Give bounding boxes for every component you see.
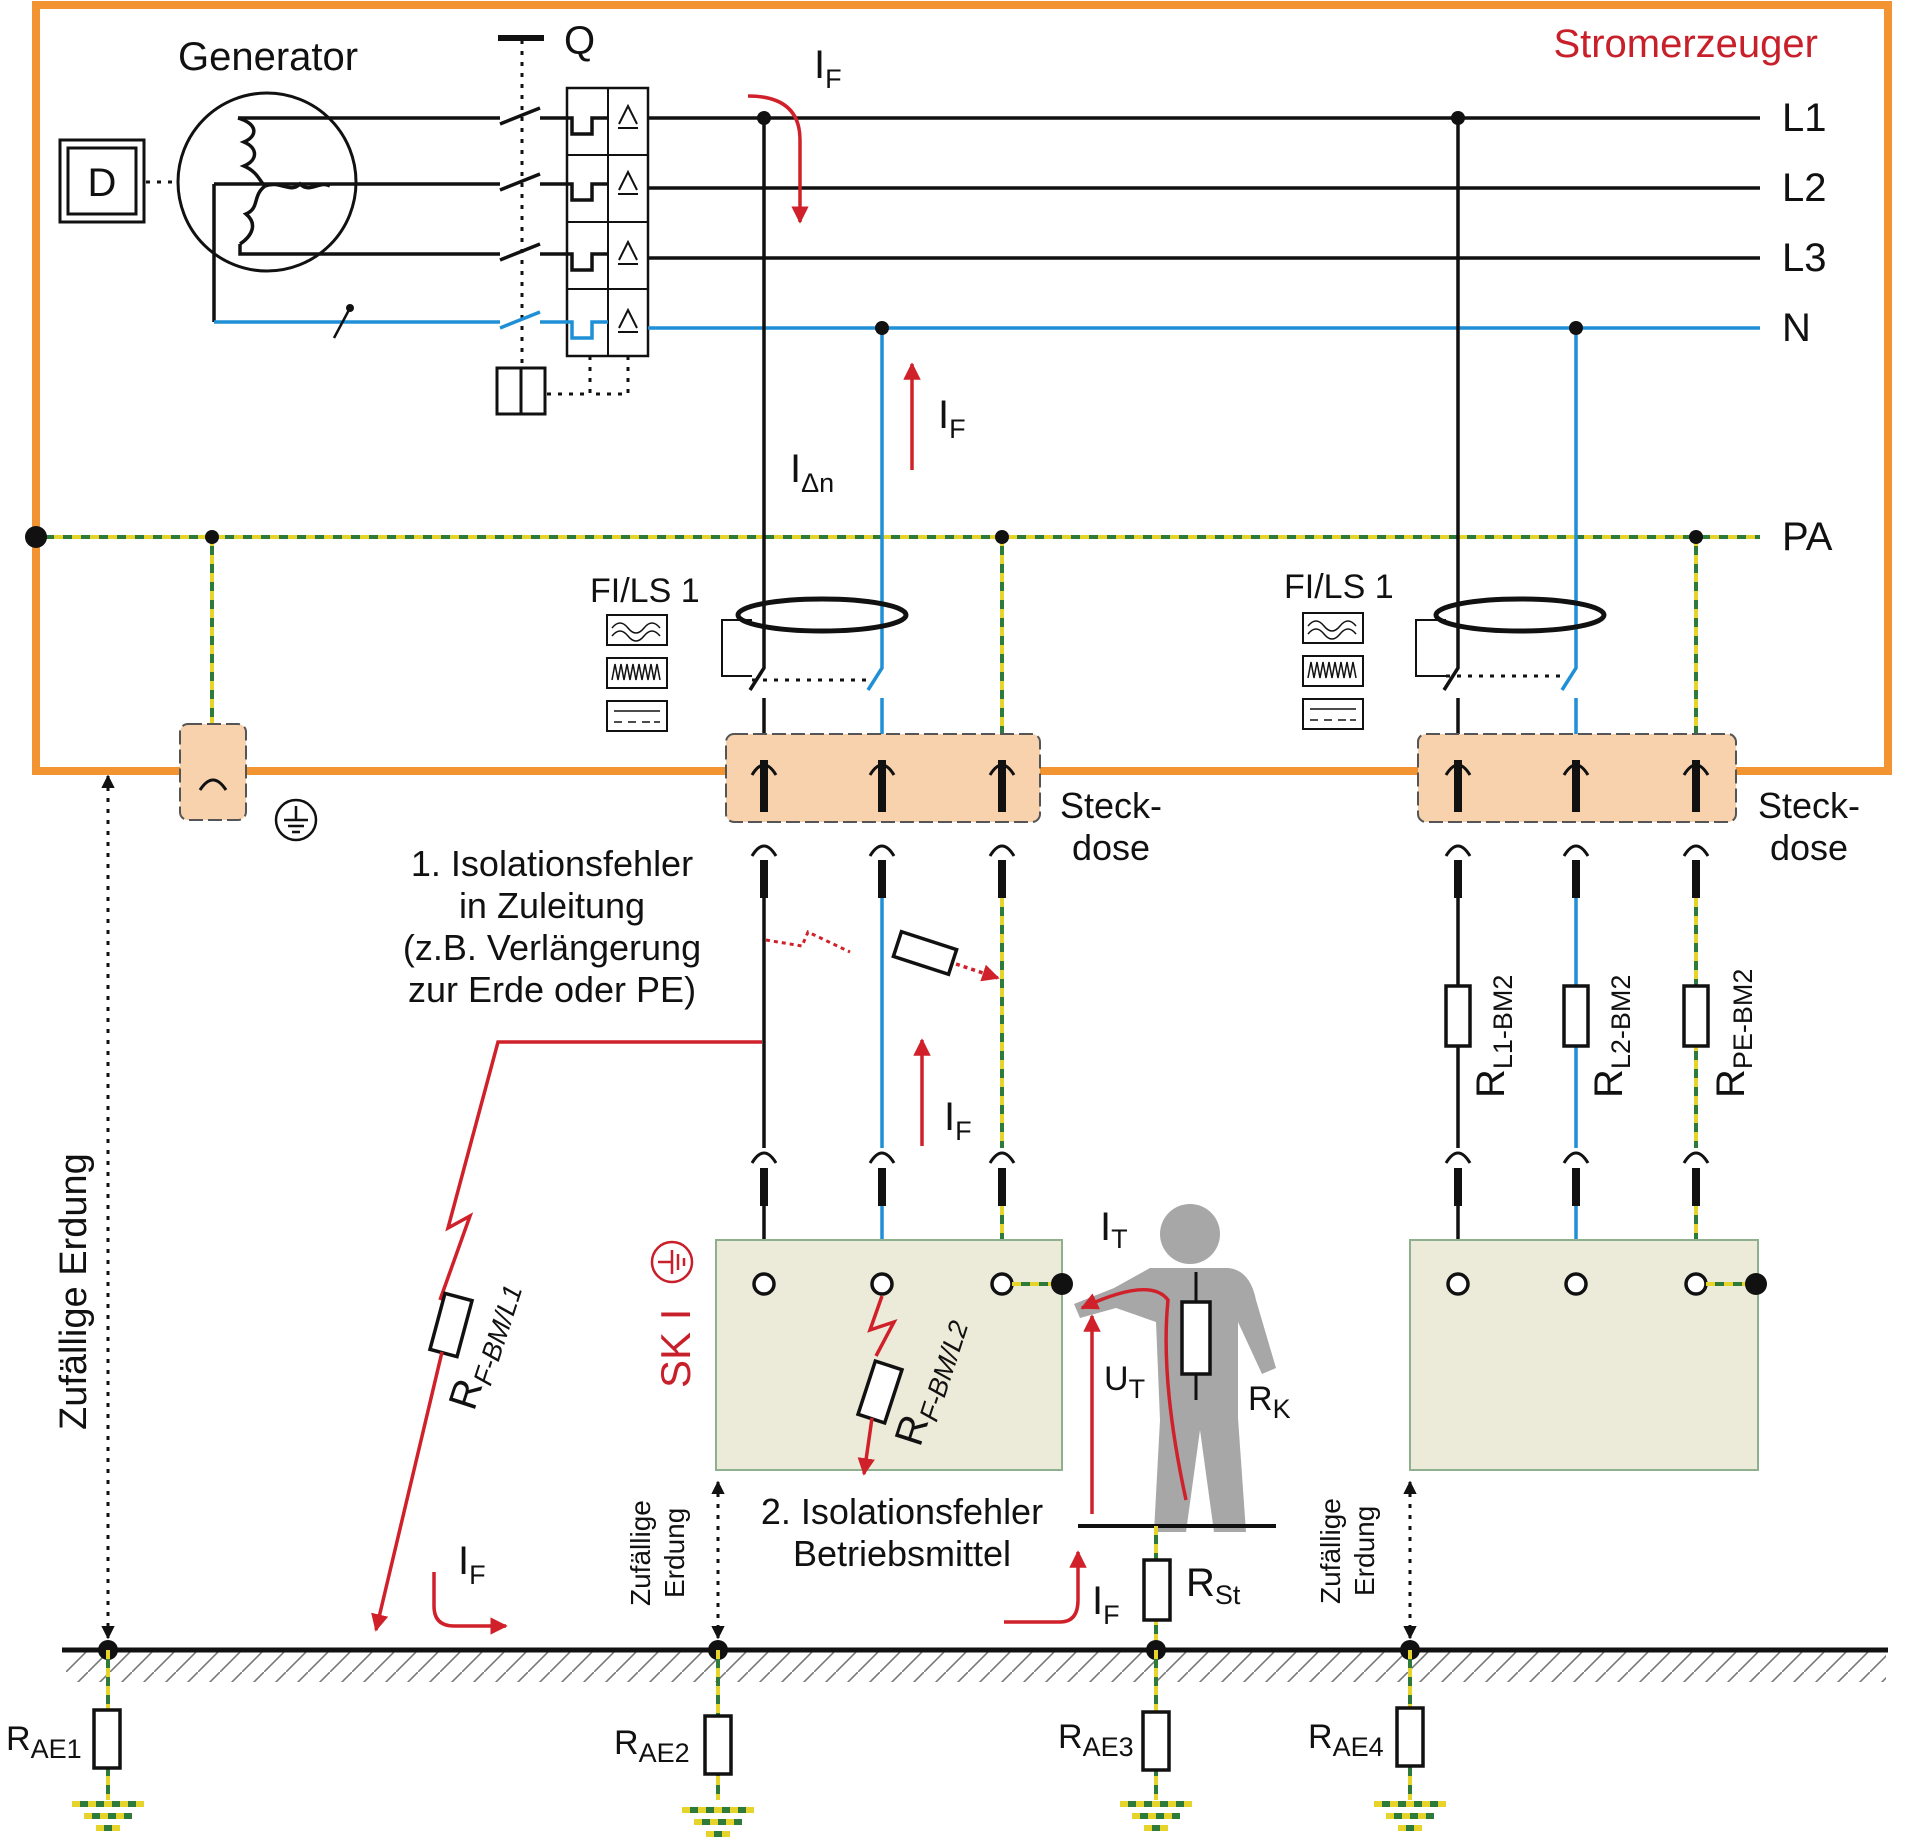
- busbar-l3-label: L3: [1782, 236, 1827, 280]
- label-accidental-earth-2b: Erdung: [659, 1508, 690, 1598]
- label-r-ae4: RAE4: [1308, 1718, 1384, 1762]
- earth-symbol-icon: [274, 798, 318, 842]
- protection-class-earth-icon: [650, 1240, 694, 1284]
- svg-text:(z.B. Verlängerung: (z.B. Verlängerung: [403, 927, 701, 968]
- generator-label: Generator: [178, 35, 358, 79]
- label-u-t: UT: [1104, 1360, 1145, 1404]
- socket-left-label-2: dose: [1072, 827, 1150, 868]
- person-figure: [1074, 1204, 1276, 1532]
- rcd-left-transformer: [735, 596, 909, 634]
- current-arrow-if-ground-right: [1004, 1550, 1087, 1624]
- svg-text:1. Isolationsfehler: 1. Isolationsfehler: [411, 843, 693, 884]
- label-accidental-earth-2a: Zufällige: [625, 1500, 656, 1606]
- earth-electrode-4: [1374, 1640, 1446, 1831]
- fault-l1-to-earth: [371, 1040, 762, 1632]
- earth-terminal-socket: [179, 723, 247, 821]
- generator-icon: [176, 91, 358, 273]
- busbar-n-label: N: [1782, 306, 1811, 350]
- resistor-r-st: [1142, 1558, 1172, 1622]
- label-r-pe-bm2: RPE-BM2: [1709, 969, 1758, 1098]
- rcd-right-label: FI/LS 1: [1284, 568, 1394, 606]
- label-if-ground-right: IF: [1092, 1579, 1120, 1630]
- socket-right-label-1: Steck-: [1758, 785, 1860, 826]
- label-r-l1-bm2: RL1-BM2: [1469, 975, 1518, 1098]
- svg-text:in Zuleitung: in Zuleitung: [459, 885, 645, 926]
- fault-1-path: [765, 929, 1000, 982]
- socket-right-label-2: dose: [1770, 827, 1848, 868]
- label-accidental-earth-4a: Zufällige: [1315, 1498, 1346, 1604]
- busbar-pa-label: PA: [1782, 515, 1833, 559]
- rcd-right-contacts: [1415, 619, 1578, 740]
- svg-text:D: D: [88, 161, 117, 205]
- socket-left-label-1: Steck-: [1060, 785, 1162, 826]
- label-if-top: IF: [814, 43, 842, 94]
- rcd-right-transformer: [1433, 596, 1607, 634]
- fault-1-text: 1. Isolationsfehler in Zuleitung (z.B. V…: [403, 843, 701, 1010]
- rcd-left-type-icons: [606, 614, 668, 732]
- rcd-left-label: FI/LS 1: [590, 572, 700, 610]
- earth-electrode-3: [1120, 1640, 1192, 1831]
- fault-2-path: [855, 1295, 905, 1476]
- earth-electrode-1: [72, 1640, 144, 1831]
- resistor-r-l2-bm2: [1562, 984, 1590, 1048]
- rcd-left-contacts: [721, 619, 884, 740]
- rcd-right-type-icons: [1302, 612, 1364, 730]
- label-if-mid: IF: [944, 1095, 972, 1146]
- current-arrow-if-ground-left: [432, 1572, 508, 1635]
- resistor-r-l1-bm2: [1444, 984, 1472, 1048]
- svg-text:Betriebsmittel: Betriebsmittel: [793, 1533, 1011, 1574]
- svg-text:zur Erde oder PE): zur Erde oder PE): [408, 969, 696, 1010]
- undervoltage-release-icon: [495, 366, 547, 416]
- ground-hatch: [66, 1652, 1886, 1682]
- label-r-ae2: RAE2: [614, 1724, 690, 1768]
- touch-current-path: [1080, 1288, 1188, 1501]
- label-if-ground-left: IF: [458, 1539, 486, 1590]
- plug-connectors: [750, 760, 1710, 1206]
- earth-electrode-2: [682, 1640, 754, 1837]
- label-accidental-earth-main: Zufällige Erdung: [53, 1153, 95, 1430]
- busbar-l2-label: L2: [1782, 166, 1827, 210]
- resistor-r-pe-bm2: [1682, 984, 1710, 1048]
- label-i-delta-n: IΔn: [790, 447, 834, 498]
- label-r-ae1: RAE1: [6, 1720, 82, 1764]
- frame-title: Stromerzeuger: [1553, 22, 1818, 66]
- switch-q-label: Q: [564, 19, 595, 63]
- label-r-ae3: RAE3: [1058, 1718, 1134, 1762]
- label-r-st: RSt: [1186, 1561, 1241, 1610]
- resistor-r-k: [1180, 1300, 1212, 1376]
- label-r-k: RK: [1248, 1380, 1291, 1424]
- protection-class-label: SK I: [652, 1309, 699, 1388]
- svg-text:2. Isolationsfehler: 2. Isolationsfehler: [761, 1491, 1043, 1532]
- fault-2-text: 2. Isolationsfehler Betriebsmittel: [761, 1491, 1043, 1574]
- label-accidental-earth-4b: Erdung: [1349, 1506, 1380, 1596]
- diesel-engine-icon: D: [58, 138, 146, 224]
- current-arrow-if-top: [747, 94, 809, 224]
- label-i-t: IT: [1100, 1205, 1128, 1254]
- busbar-l1-label: L1: [1782, 96, 1827, 140]
- circuit-breaker-block: [540, 86, 650, 396]
- label-if-n: IF: [938, 393, 966, 444]
- main-switch-contacts: [499, 106, 541, 330]
- label-r-l2-bm2: RL2-BM2: [1587, 975, 1636, 1098]
